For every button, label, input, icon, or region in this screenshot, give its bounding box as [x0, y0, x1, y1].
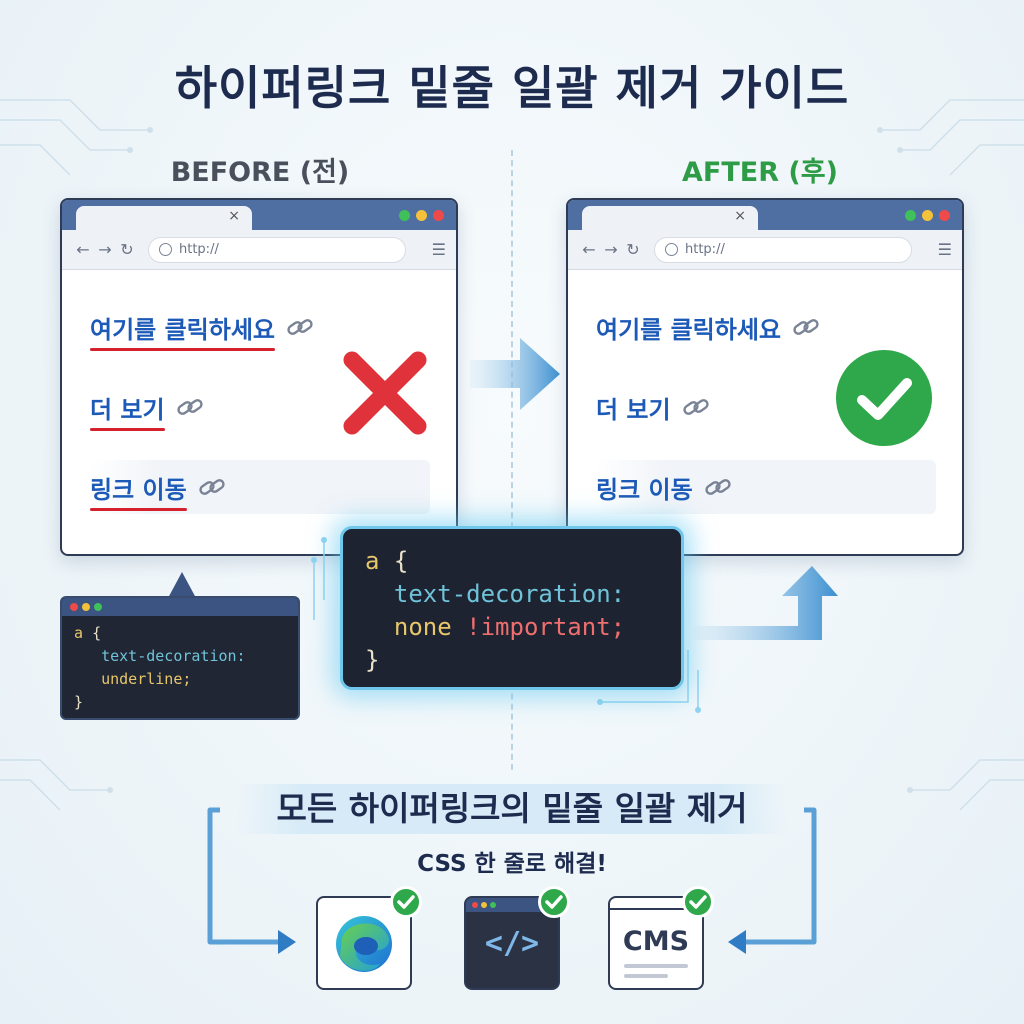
window-dot: [490, 902, 496, 908]
link-text[interactable]: 더 보기: [90, 390, 165, 431]
check-badge-icon: [390, 886, 422, 918]
callout-pointer: [168, 572, 196, 598]
cms-tile[interactable]: CMS: [608, 886, 714, 990]
cms-line: [624, 974, 668, 978]
link-text[interactable]: 링크 이동: [596, 475, 693, 504]
code-block: a { text-decoration: underline; }: [62, 616, 298, 720]
link-chain-icon: [793, 319, 819, 335]
tile-window-bar: [610, 898, 702, 910]
code-value: none: [393, 613, 452, 641]
summary-subtitle: CSS 한 줄로 해결!: [417, 851, 607, 877]
edge-browser-icon: [336, 916, 392, 972]
code-value: underline;: [101, 670, 192, 688]
maximize-button[interactable]: [399, 210, 410, 221]
link-item[interactable]: 더 보기: [90, 380, 430, 434]
link-text[interactable]: 더 보기: [596, 395, 671, 424]
browser-navbar: ← → ↻ http:// ☰: [62, 230, 456, 270]
browser-tab[interactable]: ×: [76, 206, 252, 232]
globe-icon: [665, 243, 678, 256]
link-chain-icon: [705, 479, 731, 495]
link-chain-icon: [176, 399, 203, 415]
edge-tile[interactable]: [316, 886, 422, 990]
summary-banner: 모든 하이퍼링크의 밑줄 일괄 제거: [236, 784, 788, 834]
window-dot: [70, 603, 78, 611]
code-editor-tile[interactable]: </>: [464, 886, 570, 990]
before-code-window: a { text-decoration: underline; }: [60, 596, 300, 720]
address-bar[interactable]: http://: [148, 236, 406, 263]
check-badge-icon: [682, 886, 714, 918]
globe-icon: [159, 243, 172, 256]
link-chain-icon: [199, 479, 225, 495]
link-text[interactable]: 여기를 클릭하세요: [90, 310, 275, 351]
code-selector: a: [365, 547, 380, 575]
link-item[interactable]: 더 보기: [596, 380, 936, 434]
link-item[interactable]: 여기를 클릭하세요: [90, 300, 430, 354]
close-button[interactable]: [433, 210, 444, 221]
code-window-bar: [62, 598, 298, 616]
link-item[interactable]: 여기를 클릭하세요: [596, 300, 936, 354]
before-label: BEFORE (전): [170, 157, 350, 188]
window-dot: [481, 902, 487, 908]
address-bar[interactable]: http://: [654, 236, 912, 263]
check-badge-icon: [538, 886, 570, 918]
arrow-up-icon: [690, 566, 838, 640]
browser-navbar: ← → ↻ http:// ☰: [568, 230, 962, 270]
link-text[interactable]: 링크 이동: [90, 470, 187, 511]
link-chain-icon: [287, 319, 313, 335]
code-property: text-decoration:: [393, 580, 626, 608]
window-dot: [472, 902, 478, 908]
tab-close-icon[interactable]: ×: [734, 208, 746, 224]
code-brace-open: {: [92, 624, 102, 642]
window-controls: [399, 210, 444, 221]
reload-icon[interactable]: ↻: [626, 240, 640, 259]
link-item[interactable]: 링크 이동: [596, 460, 936, 514]
code-brace-close: }: [365, 646, 380, 674]
window-dot: [82, 603, 90, 611]
maximize-button[interactable]: [905, 210, 916, 221]
back-icon[interactable]: ←: [76, 240, 90, 259]
arrow-right-icon: [470, 338, 560, 410]
link-item[interactable]: 링크 이동: [90, 460, 430, 514]
tab-close-icon[interactable]: ×: [228, 208, 240, 224]
menu-icon[interactable]: ☰: [431, 240, 446, 259]
close-button[interactable]: [939, 210, 950, 221]
tile-window-bar: [466, 898, 558, 912]
code-property: text-decoration:: [101, 647, 246, 665]
cms-line: [624, 964, 688, 968]
glow-lines: [311, 537, 701, 713]
forward-icon[interactable]: →: [604, 240, 618, 259]
code-important: !important;: [466, 613, 626, 641]
after-browser-window: × ← → ↻ http:// ☰ 여기를 클릭하세요 더 보기 링크 이동: [566, 198, 964, 556]
browser-titlebar: ×: [62, 200, 456, 232]
window-dot: [94, 603, 102, 611]
browser-tab[interactable]: ×: [582, 206, 758, 232]
minimize-button[interactable]: [416, 210, 427, 221]
checkmark-icon: [836, 350, 932, 446]
minimize-button[interactable]: [922, 210, 933, 221]
code-block: a { text-decoration: none !important; }: [343, 529, 681, 693]
cms-label: CMS: [622, 926, 690, 957]
page-title: 하이퍼링크 밑줄 일괄 제거 가이드: [174, 61, 850, 115]
code-brace-open: {: [393, 547, 409, 575]
x-mark-icon: [343, 351, 427, 435]
bracket-arrows: [207, 807, 817, 954]
link-chain-icon: [682, 399, 709, 415]
forward-icon[interactable]: →: [98, 240, 112, 259]
link-text[interactable]: 여기를 클릭하세요: [596, 315, 781, 344]
menu-icon[interactable]: ☰: [937, 240, 952, 259]
after-label: AFTER (후): [682, 157, 838, 188]
divider: [511, 150, 513, 770]
url-text: http://: [685, 242, 725, 257]
back-icon[interactable]: ←: [582, 240, 596, 259]
window-controls: [905, 210, 950, 221]
code-icon: </>: [484, 926, 540, 961]
main-code-window: a { text-decoration: none !important; }: [340, 526, 684, 690]
reload-icon[interactable]: ↻: [120, 240, 134, 259]
url-text: http://: [179, 242, 219, 257]
code-brace-close: }: [74, 693, 84, 711]
code-selector: a: [74, 624, 84, 642]
browser-titlebar: ×: [568, 200, 962, 232]
